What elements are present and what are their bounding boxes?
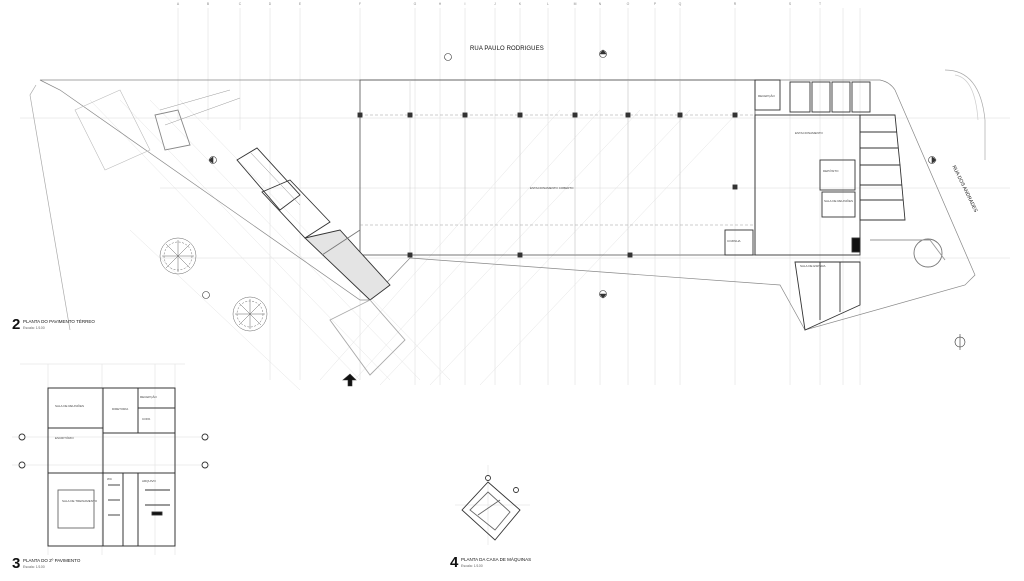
construction-lines <box>89 99 741 391</box>
plan-title: PLANTA DA CASA DE MÁQUINAS <box>461 557 532 562</box>
room-label: COZINHA <box>727 239 741 243</box>
room-label: RECEPÇÃO <box>758 94 775 98</box>
grid-axis-label: R <box>733 2 737 6</box>
room-label: DEPÓSITO <box>823 169 839 173</box>
grid-axis-label: Q <box>678 2 682 6</box>
grid-axis-label: B <box>206 2 210 6</box>
room-label: ARQUIVO <box>142 479 156 483</box>
grid-axis-label: F <box>358 2 362 6</box>
room-label: DIRETORIA <box>112 407 129 411</box>
room-label: ESCRITÓRIO <box>55 436 74 440</box>
room-label: ESTACIONAMENTO COBERTO <box>530 186 574 190</box>
room-label: WC <box>107 477 112 481</box>
room-label: ESTACIONAMENTO <box>795 131 823 135</box>
room-label: SALA DE REUNIÕES <box>55 404 85 408</box>
right-wing <box>724 79 946 331</box>
grid-lines <box>20 8 1010 385</box>
plan-number: 2 <box>12 316 21 333</box>
grid-axis-label: A <box>176 2 180 6</box>
section-markers <box>202 49 966 387</box>
grid-axis-label: E <box>298 2 302 6</box>
grid-axis-label: G <box>413 2 417 6</box>
grid-axis-label: P <box>653 2 657 6</box>
grid-axis-label: S <box>788 2 792 6</box>
grid-axis-label: L <box>547 2 549 6</box>
plan-scale: Escala: 1/100 <box>23 565 45 569</box>
grid-axis-label: M <box>573 2 577 6</box>
plan-number: 3 <box>12 555 21 572</box>
street-name-top: RUA PAULO RODRIGUES <box>470 46 544 52</box>
machine-room-plan <box>455 465 530 545</box>
plan-number: 4 <box>450 554 459 571</box>
grid-axis-label: H <box>438 2 442 6</box>
room-label: SALA DE REUNIÕES <box>824 199 854 203</box>
grid-axis-label: K <box>518 2 522 6</box>
main-building <box>357 79 756 258</box>
plan-scale: Escala: 1/100 <box>461 564 483 568</box>
plan-title: PLANTA DO 2º PAVIMENTO <box>23 558 81 563</box>
diagonal-wing <box>74 89 406 376</box>
room-label: SALA DE TREINAMENTO <box>62 499 98 503</box>
plan-scale: Escala: 1/100 <box>23 326 45 330</box>
grid-axis-label: J <box>494 2 496 6</box>
grid-axis-label: O <box>626 2 630 6</box>
grid-axis-label: T <box>818 2 822 6</box>
second-floor-plan <box>12 363 210 555</box>
room-label: COPA <box>142 417 151 421</box>
grid-axis-label: N <box>598 2 602 6</box>
room-label: SALA DE ESPERA <box>800 264 826 268</box>
plan-title: PLANTA DO PAVIMENTO TÉRREO <box>23 319 95 324</box>
room-label: RECEPÇÃO <box>140 395 157 399</box>
tree-symbols <box>159 237 268 332</box>
grid-axis-label: D <box>268 2 272 6</box>
grid-axis-label: I <box>464 2 466 6</box>
grid-axis-label: C <box>238 2 242 6</box>
